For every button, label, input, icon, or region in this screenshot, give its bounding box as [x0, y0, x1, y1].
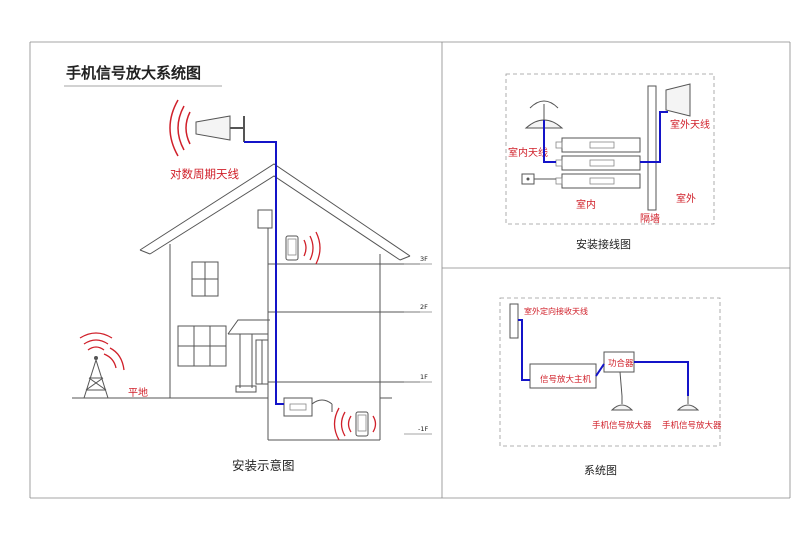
host-to-splitter-cable — [595, 363, 605, 377]
outdoor-cable — [640, 111, 668, 163]
floor-1f: 1F — [420, 373, 428, 381]
ceiling-amp-right-icon — [676, 396, 700, 411]
floor-2f: 2F — [420, 303, 428, 311]
cell-tower-icon — [79, 332, 125, 399]
wall — [647, 85, 657, 211]
bottom-right-caption: 系统图 — [584, 464, 617, 477]
power-outlet-icon — [521, 173, 535, 185]
splitter-to-right-cable — [634, 361, 689, 396]
feeder-cable — [244, 141, 284, 405]
top-right-caption: 安装接线图 — [576, 237, 631, 251]
panel-borders — [29, 41, 791, 499]
ceiling-amp-left-icon — [610, 396, 634, 411]
directional-antenna-icon — [509, 303, 519, 339]
log-periodic-antenna — [169, 99, 245, 157]
antenna-label: 对数周期天线 — [170, 167, 239, 181]
system-frame — [499, 297, 721, 447]
antenna-to-host-cable — [518, 319, 530, 381]
amp-right-label: 手机信号放大器 — [662, 420, 722, 431]
phone-icon-upper — [285, 231, 321, 265]
phone-icon-lower — [333, 407, 377, 441]
outdoor-antenna-label: 室外天线 — [670, 118, 710, 131]
indoor-cable — [543, 120, 556, 163]
system-title: 手机信号放大系统图 — [66, 64, 201, 82]
wall-label: 隔墙 — [640, 212, 660, 225]
install-frame — [505, 73, 715, 225]
floor-3f: 3F — [420, 255, 428, 263]
floor-b1: -1F — [418, 425, 428, 433]
house — [72, 163, 420, 441]
stacked-units — [555, 137, 641, 189]
splitter-label: 功合器 — [608, 358, 634, 369]
directional-antenna-label: 室外定向接收天线 — [524, 306, 588, 316]
splitter-to-left-cable — [619, 371, 623, 397]
floor-markers: 3F 2F 1F -1F — [404, 255, 432, 435]
host-label: 信号放大主机 — [540, 374, 592, 385]
left-caption: 安装示意图 — [232, 458, 295, 473]
indoor-antenna-label: 室内天线 — [508, 146, 548, 159]
outdoor-antenna-icon — [665, 83, 691, 117]
amplifier-unit-left — [283, 397, 333, 417]
outdoor-label: 室外 — [676, 192, 696, 205]
amp-left-label: 手机信号放大器 — [592, 420, 652, 431]
ground-label: 平地 — [128, 386, 148, 399]
indoor-label: 室内 — [576, 198, 596, 211]
